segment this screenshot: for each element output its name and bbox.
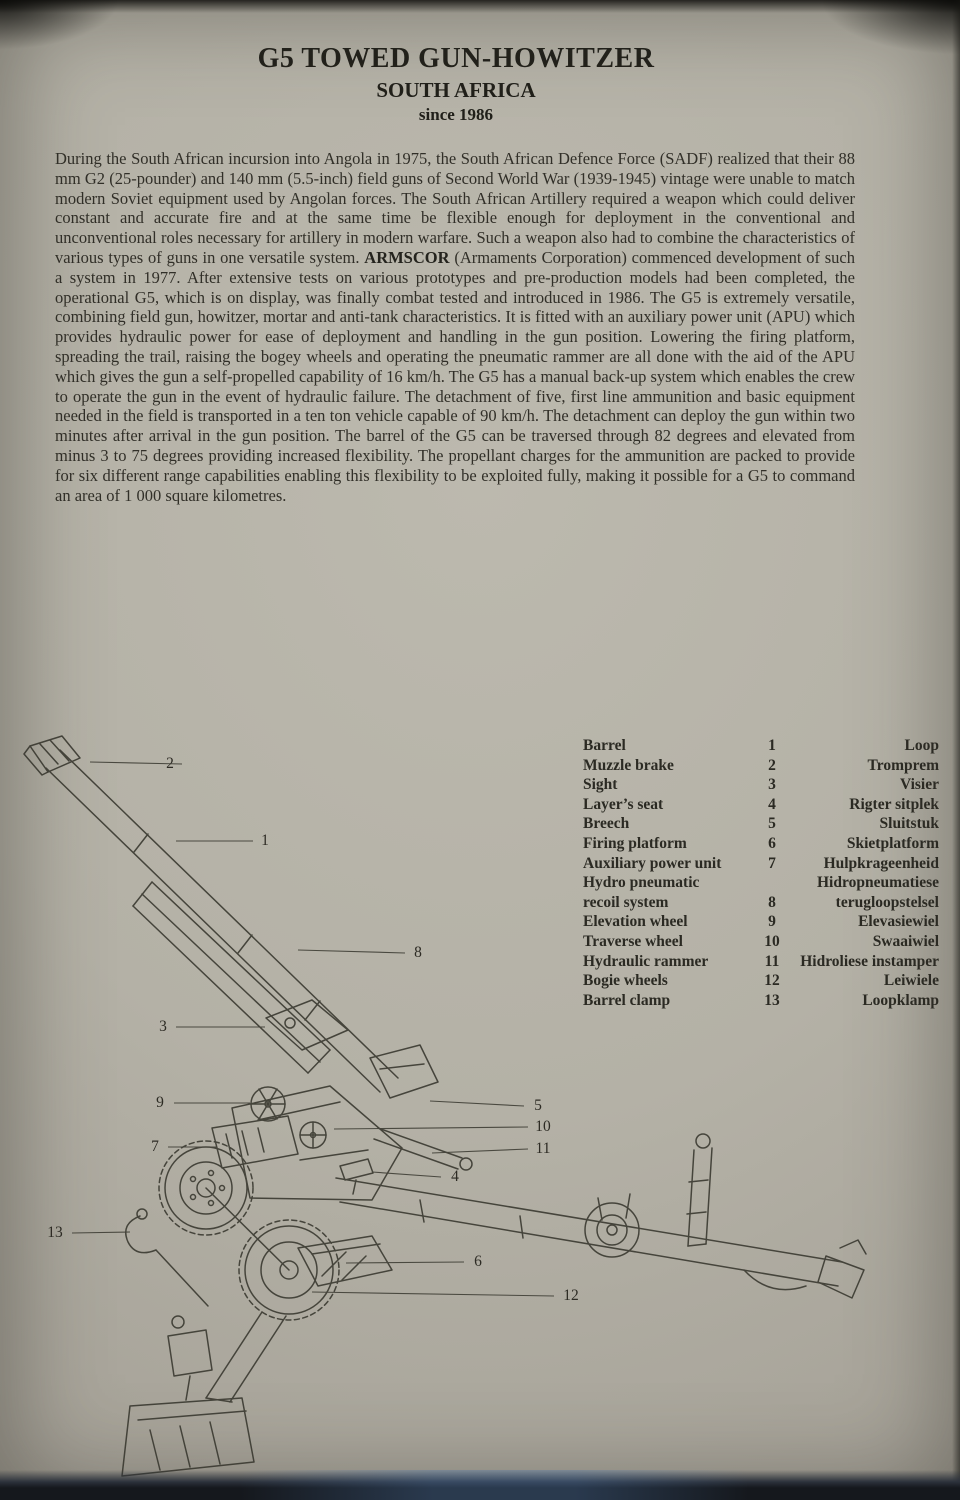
legend-row: Barrel 1 Loop xyxy=(583,736,939,756)
description-paragraph: During the South African incursion into … xyxy=(55,149,855,505)
legend-english: recoil system xyxy=(583,893,669,911)
legend-row: Breech 5 Sluitstuk xyxy=(583,814,939,834)
legend-english: Barrel xyxy=(583,737,626,754)
diagram-callout-11: 11 xyxy=(535,1140,551,1157)
legend-number: 6 xyxy=(768,834,776,852)
diagram-callout-10: 10 xyxy=(535,1118,551,1135)
diagram-callout-4: 4 xyxy=(451,1168,459,1185)
diagram-callout-1: 1 xyxy=(261,832,269,849)
howitzer-line-drawing xyxy=(23,735,867,1477)
diagram-callout-8: 8 xyxy=(414,944,422,961)
legend-afrikaans: Hidropneumatiese xyxy=(817,874,939,892)
legend-afrikaans: Hulpkrageenheid xyxy=(823,854,939,872)
page-subtitle: SOUTH AFRICA xyxy=(376,77,536,102)
legend-number: 12 xyxy=(764,972,780,990)
legend-english: Hydro pneumatic xyxy=(583,874,700,892)
legend-row: Barrel clamp 13 Loopklamp xyxy=(583,991,939,1011)
legend-row: Hydraulic rammer 11 Hidroliese instamper xyxy=(583,952,939,972)
photo-corner-top-right xyxy=(820,0,960,55)
legend-row: Auxiliary power unit 7 Hulpkrageenheid xyxy=(583,854,939,874)
legend-english: Breech xyxy=(583,815,630,833)
diagram-callout-13: 13 xyxy=(47,1224,63,1241)
legend-english: Firing platform xyxy=(583,834,687,852)
parts-legend: Barrel 1 Loop Muzzle brake 2 Tromprem Sight 3… xyxy=(583,736,939,1010)
legend-row: Muzzle brake 2 Tromprem xyxy=(583,756,939,776)
legend-english: Layer’s seat xyxy=(583,795,664,813)
legend-number: 13 xyxy=(764,991,780,1009)
armscor-bold-word: ARMSCOR xyxy=(364,247,450,267)
legend-english: Barrel clamp xyxy=(583,991,671,1009)
legend-row: Bogie wheels 12 Leiwiele xyxy=(583,971,939,991)
page-since-date: since 1986 xyxy=(418,104,494,124)
legend-number: 10 xyxy=(764,932,780,950)
diagram-callout-12: 12 xyxy=(563,1287,579,1304)
legend-afrikaans: Sluitstuk xyxy=(879,815,939,833)
legend-english: Auxiliary power unit xyxy=(583,854,722,872)
legend-afrikaans: Loopklamp xyxy=(862,991,939,1009)
legend-number: 1 xyxy=(768,737,776,754)
diagram-callout-9: 9 xyxy=(156,1094,164,1111)
legend-number: 7 xyxy=(768,854,776,872)
legend-number: 9 xyxy=(768,913,776,931)
placard-header: G5 TOWED GUN-HOWITZER SOUTH AFRICA since… xyxy=(0,43,912,125)
legend-row: Hydro pneumatic Hidropneumatiese xyxy=(583,873,939,893)
legend-english: Sight xyxy=(583,776,618,794)
legend-row: recoil system 8 terugloopstelsel xyxy=(583,893,939,913)
photo-corner-top-left xyxy=(0,0,120,50)
diagram-callout-5: 5 xyxy=(534,1097,542,1114)
legend-row: Layer’s seat 4 Rigter sitplek xyxy=(583,795,939,815)
legend-number: 3 xyxy=(768,776,776,794)
legend-number: 4 xyxy=(768,795,776,813)
diagram-callout-6: 6 xyxy=(474,1253,482,1270)
photo-edge-right xyxy=(952,0,960,1500)
legend-number: 11 xyxy=(764,952,780,970)
legend-english: Traverse wheel xyxy=(583,932,683,950)
legend-row: Elevation wheel 9 Elevasiewiel xyxy=(583,912,939,932)
legend-afrikaans: Swaaiwiel xyxy=(872,932,939,950)
diagram-callout-7: 7 xyxy=(151,1138,159,1155)
legend-afrikaans: Hidroliese instamper xyxy=(800,952,939,970)
page-title: G5 TOWED GUN-HOWITZER xyxy=(257,43,655,74)
legend-row: Traverse wheel 10 Swaaiwiel xyxy=(583,932,939,952)
diagram-callout-3: 3 xyxy=(159,1018,167,1035)
legend-afrikaans: Skietplatform xyxy=(846,834,939,852)
legend-row: Firing platform 6 Skietplatform xyxy=(583,834,939,854)
legend-number: 2 xyxy=(768,756,776,774)
photo-edge-bottom xyxy=(0,1470,960,1500)
legend-afrikaans: Visier xyxy=(899,776,939,794)
legend-afrikaans: Elevasiewiel xyxy=(858,913,939,931)
legend-afrikaans: terugloopstelsel xyxy=(835,893,939,911)
legend-english: Elevation wheel xyxy=(583,913,688,931)
diagram-callout-2: 2 xyxy=(166,755,174,772)
legend-number: 8 xyxy=(768,893,776,911)
legend-row: Sight 3 Visier xyxy=(583,775,939,795)
photo-edge-top xyxy=(0,0,960,13)
legend-afrikaans: Tromprem xyxy=(867,756,939,774)
legend-english: Muzzle brake xyxy=(583,756,674,774)
legend-afrikaans: Rigter sitplek xyxy=(849,795,939,813)
legend-english: Bogie wheels xyxy=(583,972,668,990)
legend-afrikaans: Leiwiele xyxy=(883,972,939,990)
paragraph-text-before: During the South African incursion into … xyxy=(55,149,855,267)
paragraph-text-after: (Armaments Corporation) commenced develo… xyxy=(55,247,855,505)
legend-number: 5 xyxy=(768,815,776,833)
legend-english: Hydraulic rammer xyxy=(583,952,709,970)
legend-afrikaans: Loop xyxy=(904,737,939,754)
